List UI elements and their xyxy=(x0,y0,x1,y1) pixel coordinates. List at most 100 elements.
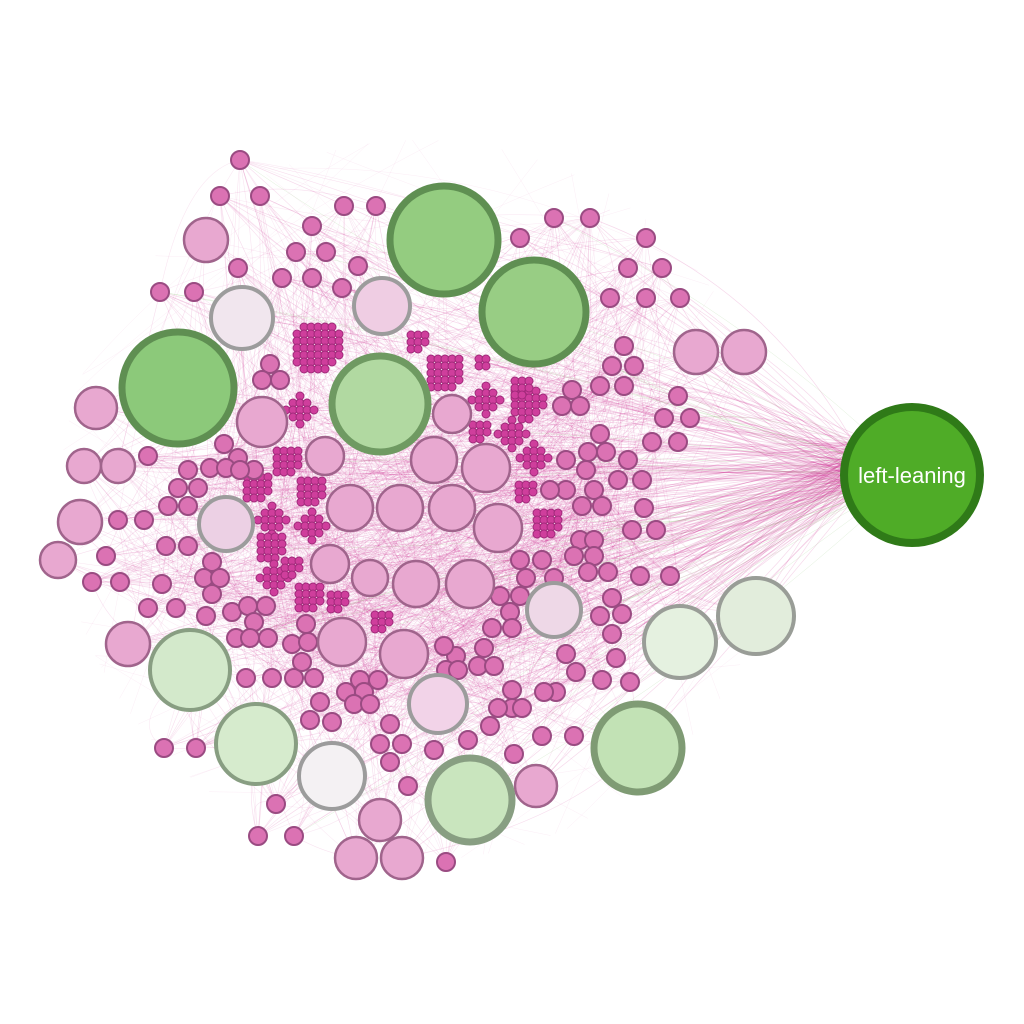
graph-edge xyxy=(269,541,613,599)
pink-node xyxy=(256,596,276,616)
pink-node xyxy=(391,559,441,609)
pink-node xyxy=(210,186,230,206)
graph-edge xyxy=(553,480,869,611)
graph-edge xyxy=(147,607,639,749)
graph-edge xyxy=(301,466,863,663)
graph-edge xyxy=(353,505,583,705)
graph-edge xyxy=(379,618,495,667)
graph-edge xyxy=(513,474,913,755)
graph-edge xyxy=(629,529,639,683)
graph-edge xyxy=(311,277,613,367)
graph-edge xyxy=(443,371,641,577)
pink-node xyxy=(516,568,536,588)
pink-node xyxy=(250,186,270,206)
cluster-node xyxy=(281,515,291,525)
graph-edge xyxy=(269,545,409,787)
graph-edge xyxy=(187,457,861,515)
cluster-node xyxy=(287,570,297,580)
pink-node xyxy=(614,336,634,356)
graph-edge xyxy=(605,451,861,475)
graph-edge xyxy=(219,409,301,579)
pink-node xyxy=(266,794,286,814)
pink-node xyxy=(720,328,768,376)
pink-node xyxy=(228,258,248,278)
pink-node xyxy=(502,618,522,638)
graph-edge xyxy=(269,545,485,649)
pink-node xyxy=(592,670,612,690)
graph-edge xyxy=(485,267,663,469)
pink-node xyxy=(580,208,600,228)
account-node xyxy=(352,276,412,336)
graph-edge xyxy=(399,239,445,787)
graph-edge xyxy=(627,267,657,683)
graph-edge xyxy=(163,455,326,749)
pink-node xyxy=(472,502,524,554)
graph-edge xyxy=(553,482,868,611)
pink-node xyxy=(380,752,400,772)
cluster-node xyxy=(420,337,430,347)
graph-edge xyxy=(249,474,913,639)
cluster-node xyxy=(384,617,394,627)
graph-edge xyxy=(253,469,515,755)
pink-node xyxy=(150,282,170,302)
pink-node xyxy=(556,644,576,664)
graph-edge xyxy=(677,391,870,470)
pink-node xyxy=(304,668,324,688)
pink-node xyxy=(630,566,650,586)
pink-node xyxy=(298,632,318,652)
graph-edge xyxy=(177,387,870,477)
graph-edge xyxy=(437,267,663,705)
graph-edge xyxy=(457,405,563,671)
account-node xyxy=(424,754,516,846)
pink-node xyxy=(398,776,418,796)
graph-edge xyxy=(249,453,870,639)
pink-node xyxy=(532,726,552,746)
account-node xyxy=(407,673,469,735)
graph-edge xyxy=(211,561,603,681)
graph-edge xyxy=(307,389,573,643)
graph-edge xyxy=(433,459,641,577)
graph-edge xyxy=(305,597,493,629)
graph-edge xyxy=(265,361,483,607)
graph-edge xyxy=(651,440,868,466)
pink-node xyxy=(624,356,644,376)
pink-node xyxy=(302,268,322,288)
graph-edge xyxy=(177,465,865,489)
pink-node xyxy=(646,520,666,540)
pink-node xyxy=(309,543,351,585)
graph-edge xyxy=(379,443,866,621)
cluster-node xyxy=(269,587,279,597)
graph-edge xyxy=(195,351,745,749)
graph-edge xyxy=(159,159,241,293)
account-node xyxy=(525,581,583,639)
pink-node xyxy=(248,826,268,846)
graph-edge xyxy=(645,297,868,448)
pink-node xyxy=(606,648,626,668)
graph-edge xyxy=(585,462,863,475)
pink-node xyxy=(584,480,604,500)
pink-node xyxy=(392,734,412,754)
pink-node xyxy=(370,734,390,754)
graph-edge xyxy=(599,385,629,617)
pink-node xyxy=(292,652,312,672)
graph-edge xyxy=(689,417,866,481)
graph-edge xyxy=(443,417,665,647)
pink-node xyxy=(578,442,598,462)
graph-edge xyxy=(193,291,405,655)
graph-edge xyxy=(235,505,583,639)
graph-edge xyxy=(605,417,691,573)
pink-node xyxy=(513,763,559,809)
pink-node xyxy=(56,498,104,546)
pink-node xyxy=(138,446,158,466)
pink-node xyxy=(409,435,459,485)
pink-node xyxy=(158,496,178,516)
pink-node xyxy=(590,606,610,626)
graph-edge xyxy=(553,468,862,611)
pink-node xyxy=(360,694,380,714)
pink-node xyxy=(618,258,638,278)
graph-edge xyxy=(239,159,515,755)
graph-edge xyxy=(253,478,867,623)
graph-edge xyxy=(521,405,581,709)
graph-edge xyxy=(285,459,405,655)
